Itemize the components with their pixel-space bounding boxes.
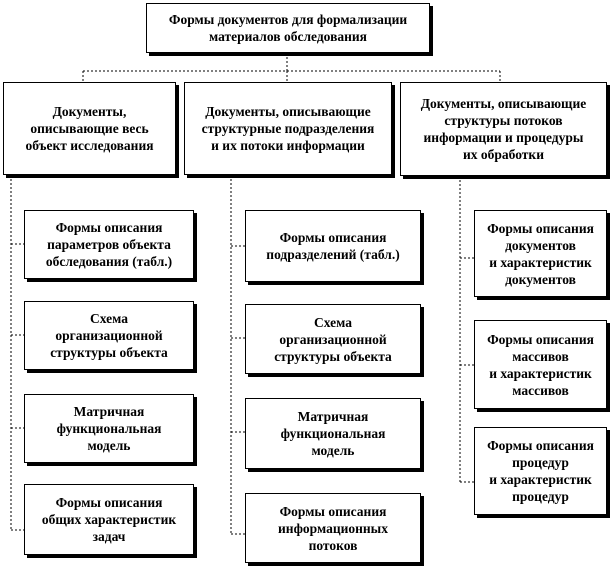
column-2-item-1: Формы описания подразделений (табл.) <box>245 210 421 282</box>
column-3-item-2-label: Формы описания массивов и характеристик … <box>487 331 594 398</box>
column-1-item-3: Матричная функциональная модель <box>24 394 194 463</box>
column-1-item-4-label: Формы описания общих характеристик задач <box>41 495 177 544</box>
column-2-item-2: Схема организационной структуры объекта <box>245 304 421 374</box>
column-3-item-1-label: Формы описания документов и характеристи… <box>487 220 594 287</box>
column-2-item-2-label: Схема организационной структуры объекта <box>274 314 392 364</box>
column-2-item-1-label: Формы описания подразделений (табл.) <box>266 230 400 262</box>
column-3-header: Документы, описывающие структуры потоков… <box>400 82 607 176</box>
root-node-label: Формы документов для формализации матери… <box>168 12 408 44</box>
column-2-item-4-label: Формы описания информационных потоков <box>278 503 388 553</box>
column-3-item-3: Формы описания процедур и характеристик … <box>474 427 607 515</box>
column-3-header-label: Документы, описывающие структуры потоков… <box>420 96 587 162</box>
column-3-item-3-label: Формы описания процедур и характеристик … <box>487 438 594 504</box>
column-1-item-2-label: Схема организационной структуры объекта <box>50 311 168 360</box>
column-3-item-2: Формы описания массивов и характеристик … <box>474 320 607 409</box>
column-1-item-4: Формы описания общих характеристик задач <box>24 484 194 555</box>
root-node: Формы документов для формализации матери… <box>146 3 430 53</box>
column-1-item-1: Формы описания параметров объекта обслед… <box>24 210 194 279</box>
column-2-header: Документы, описывающие структурные подра… <box>184 82 392 175</box>
column-3-item-1: Формы описания документов и характеристи… <box>474 210 607 297</box>
column-2-header-label: Документы, описывающие структурные подра… <box>201 104 375 153</box>
column-1-item-1-label: Формы описания параметров объекта обслед… <box>45 220 173 269</box>
column-1-header-label: Документы, описывающие весь объект иссле… <box>25 104 154 153</box>
column-2-item-3-label: Матричная функциональная модель <box>280 409 386 458</box>
column-1-item-2: Схема организационной структуры объекта <box>24 301 194 370</box>
column-1-item-3-label: Матричная функциональная модель <box>56 404 162 453</box>
column-1-header: Документы, описывающие весь объект иссле… <box>3 82 176 175</box>
column-2-item-4: Формы описания информационных потоков <box>245 493 421 563</box>
column-2-item-3: Матричная функциональная модель <box>245 398 421 469</box>
